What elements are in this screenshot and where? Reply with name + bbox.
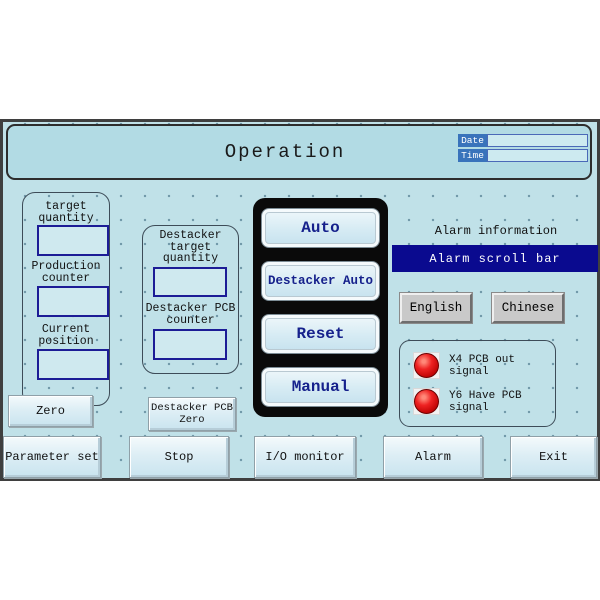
destacker-target-quantity-label: Destacker target quantity	[159, 229, 222, 265]
io-monitor-button[interactable]: I/O monitor	[254, 436, 356, 478]
manual-button[interactable]: Manual	[261, 367, 380, 407]
signal-group: X4 PCB out signal Y6 Have PCB signal	[399, 340, 556, 427]
parameter-set-button[interactable]: Parameter set	[3, 436, 101, 478]
destacker-pcb-counter-label: Destacker PCB counter	[145, 302, 236, 327]
exit-button[interactable]: Exit	[510, 436, 597, 478]
x4-signal-label: X4 PCB out signal	[449, 353, 516, 378]
hmi-screen: Operation Date Time target quantity Prod…	[0, 119, 600, 481]
current-position-label: Current position	[38, 323, 94, 348]
y6-signal-label: Y6 Have PCB signal	[449, 389, 522, 414]
destacker-pcb-zero-button[interactable]: Destacker PCB Zero	[148, 397, 236, 431]
production-counter-label: Production counter	[31, 260, 101, 285]
current-position-display	[37, 349, 109, 380]
english-button[interactable]: English	[399, 292, 473, 324]
alarm-information-label: Alarm information	[434, 224, 558, 238]
y6-lamp-cell	[413, 388, 440, 415]
target-quantity-label: target quantity	[38, 200, 94, 225]
y6-red-lamp-icon	[414, 389, 439, 414]
x4-lamp-cell	[413, 352, 440, 379]
chinese-button[interactable]: Chinese	[491, 292, 565, 324]
page-title: Operation	[224, 141, 346, 163]
target-quantity-display	[37, 225, 109, 256]
alarm-button[interactable]: Alarm	[383, 436, 483, 478]
destacker-pcb-counter-display	[153, 329, 227, 360]
x4-red-lamp-icon	[414, 353, 439, 378]
stop-button[interactable]: Stop	[129, 436, 229, 478]
mode-button-stack: Auto Destacker Auto Reset Manual	[253, 198, 388, 417]
date-label: Date	[458, 134, 487, 147]
date-value-field	[487, 134, 588, 147]
destacker-group: Destacker target quantity Destacker PCB …	[142, 225, 239, 374]
production-counter-display	[37, 286, 109, 317]
counters-group: target quantity Production counter Curre…	[22, 192, 110, 406]
auto-button[interactable]: Auto	[261, 208, 380, 248]
have-pcb-signal-row: Y6 Have PCB signal	[413, 388, 555, 415]
time-value-field	[487, 149, 588, 162]
destacker-auto-button[interactable]: Destacker Auto	[261, 261, 380, 301]
alarm-scroll-bar: Alarm scroll bar	[392, 245, 598, 272]
time-label: Time	[458, 149, 487, 162]
destacker-target-quantity-display	[153, 267, 227, 297]
pcb-out-signal-row: X4 PCB out signal	[413, 352, 555, 379]
reset-button[interactable]: Reset	[261, 314, 380, 354]
zero-button[interactable]: Zero	[8, 395, 93, 427]
